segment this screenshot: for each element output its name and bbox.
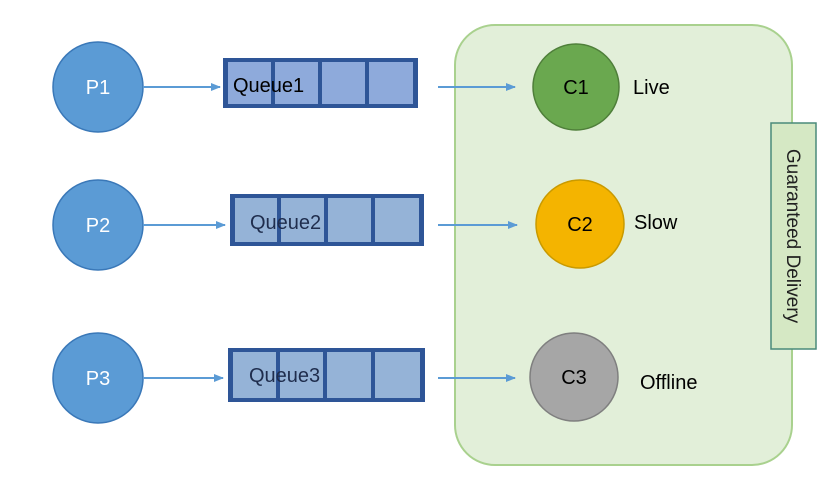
consumer-status: Live	[633, 77, 670, 99]
consumer-label: C2	[567, 214, 593, 236]
consumer-status: Slow	[634, 212, 678, 234]
producer-label: P2	[86, 215, 110, 237]
queue-box	[223, 58, 418, 108]
consumer-node	[535, 179, 625, 269]
row-3: P3 Queue3 C3 Offline	[52, 332, 697, 424]
row-2: P2 Queue2 C2 Slow	[52, 179, 678, 271]
queue-label: Queue3	[249, 365, 320, 387]
queue-label: Queue2	[250, 212, 321, 234]
queue-box	[230, 194, 424, 246]
producer-label: P3	[86, 368, 110, 390]
guaranteed-delivery-label-box	[770, 122, 817, 350]
producer-label: P1	[86, 77, 110, 99]
consumer-node	[532, 43, 620, 131]
consumer-status: Offline	[640, 372, 697, 394]
row-1: P1 Queue1 C1 Live	[52, 41, 670, 133]
consumer-label: C3	[561, 367, 587, 389]
consumer-label: C1	[563, 77, 589, 99]
guaranteed-delivery-zone	[454, 24, 793, 466]
guaranteed-delivery-label: Guaranteed Delivery	[782, 149, 803, 324]
consumer-node	[529, 332, 619, 422]
queue-box	[228, 348, 425, 402]
queue-label: Queue1	[233, 75, 304, 97]
